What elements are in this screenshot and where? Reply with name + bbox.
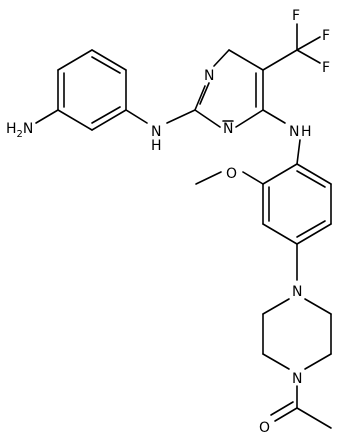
bond bbox=[194, 109, 221, 128]
atom-label-h: H2N bbox=[6, 121, 33, 140]
double-bond-inner bbox=[91, 56, 121, 74]
carbonyl-double-bond bbox=[270, 401, 294, 416]
piperazine-ring bbox=[262, 298, 332, 370]
atom-label-n-piperazine-bottom: N bbox=[292, 371, 302, 387]
bond bbox=[262, 49, 298, 71]
atom-label-h: H bbox=[301, 124, 312, 140]
atom-nh-right: N H bbox=[289, 124, 312, 140]
carbonyl-double-bond bbox=[274, 407, 298, 422]
bond bbox=[304, 353, 332, 370]
atom-label-o-carbonyl: O bbox=[259, 420, 270, 436]
atom-label-n: N bbox=[289, 124, 299, 140]
atom-label-f-right: F bbox=[322, 60, 330, 76]
double-bond-inner bbox=[199, 82, 210, 105]
double-bond-inner bbox=[91, 106, 121, 124]
bond bbox=[235, 109, 264, 128]
bond bbox=[213, 49, 230, 67]
bond bbox=[296, 223, 332, 245]
bond bbox=[296, 163, 332, 185]
double-bond-inner bbox=[296, 170, 326, 188]
bond bbox=[296, 139, 301, 165]
bond bbox=[262, 353, 290, 370]
bond bbox=[195, 171, 222, 185]
atom-label-n-pyrimidine-bottom: N bbox=[223, 121, 233, 137]
bond bbox=[296, 407, 332, 429]
atom-label-o-methoxy: O bbox=[226, 166, 237, 182]
pyrimidine-ring bbox=[194, 49, 264, 128]
atom-label-n-piperazine-top: N bbox=[292, 284, 302, 300]
double-bond-inner bbox=[296, 220, 326, 238]
aminophenyl-ring bbox=[57, 49, 127, 131]
atom-label-f-right-top: F bbox=[322, 28, 330, 44]
bond bbox=[242, 171, 264, 185]
bond bbox=[91, 49, 127, 71]
bond bbox=[166, 109, 196, 124]
atom-nh2: H2N bbox=[6, 121, 33, 140]
methoxyphenyl-ring bbox=[262, 163, 332, 245]
atom-label-n: N bbox=[151, 124, 161, 140]
bond bbox=[262, 298, 290, 315]
bond bbox=[262, 163, 298, 185]
atom-nh-left: N H bbox=[151, 124, 162, 154]
bond bbox=[57, 49, 93, 71]
bond bbox=[262, 109, 286, 124]
bond bbox=[262, 223, 298, 245]
atom-label-f-top: F bbox=[292, 8, 300, 24]
atom-label-n-pyrimidine-top: N bbox=[204, 68, 214, 84]
bond bbox=[57, 109, 93, 131]
bond bbox=[296, 49, 321, 64]
bond bbox=[35, 109, 59, 124]
bond bbox=[194, 85, 206, 111]
bond bbox=[304, 298, 332, 315]
bond bbox=[125, 109, 148, 124]
bond bbox=[228, 49, 264, 71]
bond bbox=[296, 36, 321, 51]
atom-label-h: H bbox=[151, 138, 162, 154]
bond bbox=[91, 109, 127, 131]
